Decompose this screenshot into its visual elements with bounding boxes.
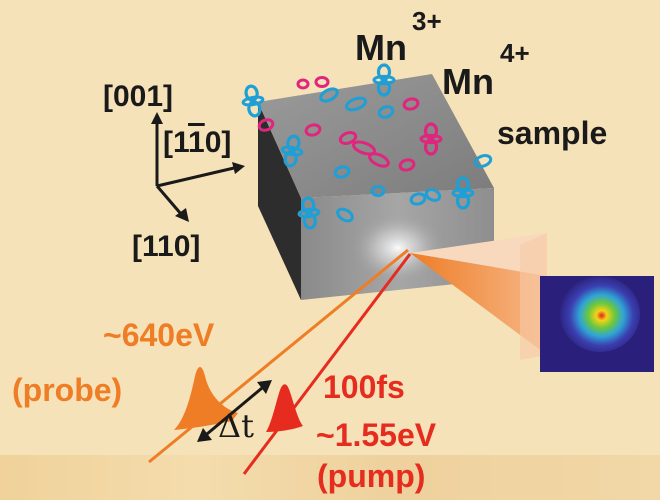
mn4-label: Mn [442,61,494,102]
axis-1-1bar-0-pre: [1 [163,126,189,159]
orbitals [238,63,493,231]
crystal-axes [151,112,245,222]
delta-t-label: Δt [218,407,254,445]
mn4-orbital-icon [333,165,351,179]
diffraction-cone [410,233,547,360]
axis-1-1bar-0-label: [110] [163,128,231,158]
probe-energy-label: ~640eV [103,317,215,353]
axis-1-1bar-0-bar-digit: 1 [188,126,205,159]
mn4-orbital-icon [368,152,390,168]
pump-beam [242,253,412,475]
mn4-orbital-icon [424,188,442,202]
mn4-orbital-icon [398,158,416,172]
mn4-orbital-icon [473,154,493,168]
mn3-label-text: Mn [355,27,407,68]
mn4-orbital-icon [304,123,322,137]
diffraction-detector-image [540,276,654,372]
mn4-orbital-icon [409,192,427,206]
mn3-label: Mn [355,30,407,66]
sample-label: sample [497,115,608,151]
pump-label: (pump) [317,458,426,494]
axis-001-label: [001] [103,80,174,113]
background-band [0,455,660,500]
mn4-orbital-icon [336,207,354,223]
mn4-orbital-icon [352,140,376,156]
mn3-charge: 3+ [412,6,442,36]
mn4-orbital-icon [296,78,310,90]
illuminated-spot [350,212,446,284]
probe-pulse [174,367,238,430]
axis-1-1bar-0-post: 0] [204,126,232,159]
mn4-charge: 4+ [500,38,530,68]
pump-pulse [266,384,303,432]
mn4-orbital-icon [319,87,339,103]
probe-label: (probe) [12,372,123,408]
mn4-orbital-icon [370,185,386,197]
delta-t-arrow [197,380,272,442]
pump-energy-label: ~1.55eV [316,417,437,453]
mn4-orbital-icon [402,97,420,111]
pulse-duration-label: 100fs [323,369,405,405]
mn4-orbital-icon [257,118,275,132]
axis-110-label: [110] [132,230,201,263]
mn4-orbital-icon [338,131,358,145]
cube-top-face [258,74,494,198]
cube-side-face [258,102,301,300]
mn4-orbital-icon [377,105,395,119]
mn4-orbital-icon [344,96,368,112]
mn4-orbital-icon [314,76,330,88]
